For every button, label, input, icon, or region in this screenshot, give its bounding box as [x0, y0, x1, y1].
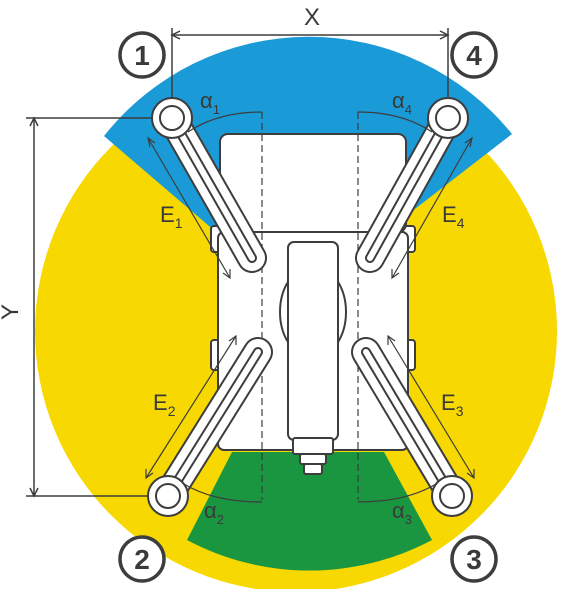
dimension-y-label: Y — [0, 304, 24, 320]
rear-zone — [187, 452, 432, 571]
angle-label-3: α3 — [392, 498, 412, 527]
outrigger-arm-2 — [147, 337, 273, 517]
outrigger-arms — [147, 97, 473, 517]
extension-label-2: E2 — [153, 390, 176, 419]
angle-labels: α1 α4 α2 α3 — [200, 88, 412, 527]
dimension-x-label: X — [304, 4, 320, 31]
extension-labels: E1 E4 E2 E3 — [153, 202, 465, 419]
outrigger-badges: 1 4 2 3 — [118, 31, 498, 583]
svg-text:4: 4 — [466, 40, 482, 71]
outrigger-arm-3 — [351, 337, 473, 517]
outrigger-arm-1 — [151, 97, 267, 273]
outrigger-badge-1: 1 — [118, 31, 166, 79]
angle-label-4: α4 — [392, 88, 412, 117]
svg-text:2: 2 — [134, 544, 150, 575]
outrigger-badge-2: 2 — [118, 535, 166, 583]
outrigger-badge-3: 3 — [450, 535, 498, 583]
svg-text:1: 1 — [134, 40, 150, 71]
boom-head — [292, 437, 334, 455]
outrigger-arm-4 — [355, 97, 469, 273]
boom — [287, 241, 339, 441]
svg-text:3: 3 — [466, 544, 482, 575]
machine-body — [210, 133, 416, 475]
angle-label-1: α1 — [200, 88, 220, 117]
extension-label-4: E4 — [442, 202, 465, 231]
machine-centerlines — [261, 112, 359, 500]
angle-arcs — [183, 111, 437, 503]
dimension-lines — [26, 28, 450, 498]
angle-label-2: α2 — [204, 498, 224, 527]
extension-label-1: E1 — [160, 202, 183, 231]
extension-label-3: E3 — [441, 390, 464, 419]
extension-lines — [145, 136, 475, 480]
outrigger-badge-4: 4 — [450, 31, 498, 79]
